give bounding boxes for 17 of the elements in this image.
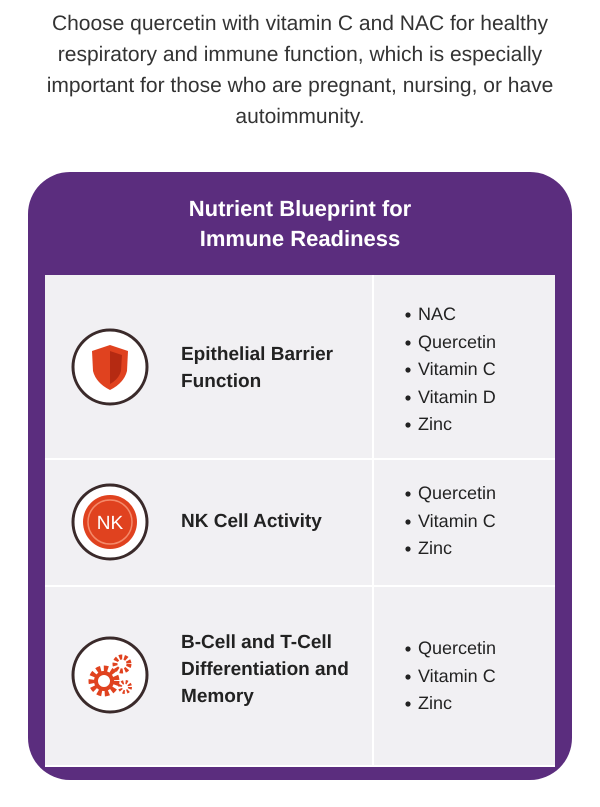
nutrient-list-item: Vitamin C (418, 510, 496, 530)
nutrient-list-item: Vitamin C (418, 359, 496, 379)
nutrient-list-item: Zinc (418, 693, 452, 713)
icon-text: NK (96, 512, 124, 534)
nutrient-list-item: NAC (418, 304, 456, 324)
row-heading: B-Cell and T-Cell Differentiation and Memory (181, 631, 350, 709)
nutrient-list-item: Zinc (418, 414, 452, 434)
nutrient-list-item: Vitamin C (418, 666, 496, 686)
row-heading: NK Cell Activity (181, 510, 323, 534)
row-heading: Epithelial Barrier Function (181, 343, 334, 394)
nutrient-list-item: Quercetin (418, 483, 496, 503)
nutrient-list-item: Zinc (418, 538, 452, 558)
nutrient-list-item: Quercetin (418, 638, 496, 658)
nutrient-list-item: Quercetin (418, 332, 496, 352)
intro-paragraph: Choose quercetin with vitamin C and NAC for healthy respiratory and immune function, which is especially important for those who are pregnant, nursing, or have autoimmunity. (46, 11, 554, 130)
card-heading: Nutrient Blueprint for Immune Readiness (188, 195, 412, 253)
nutrient-list-item: Vitamin D (418, 386, 496, 406)
